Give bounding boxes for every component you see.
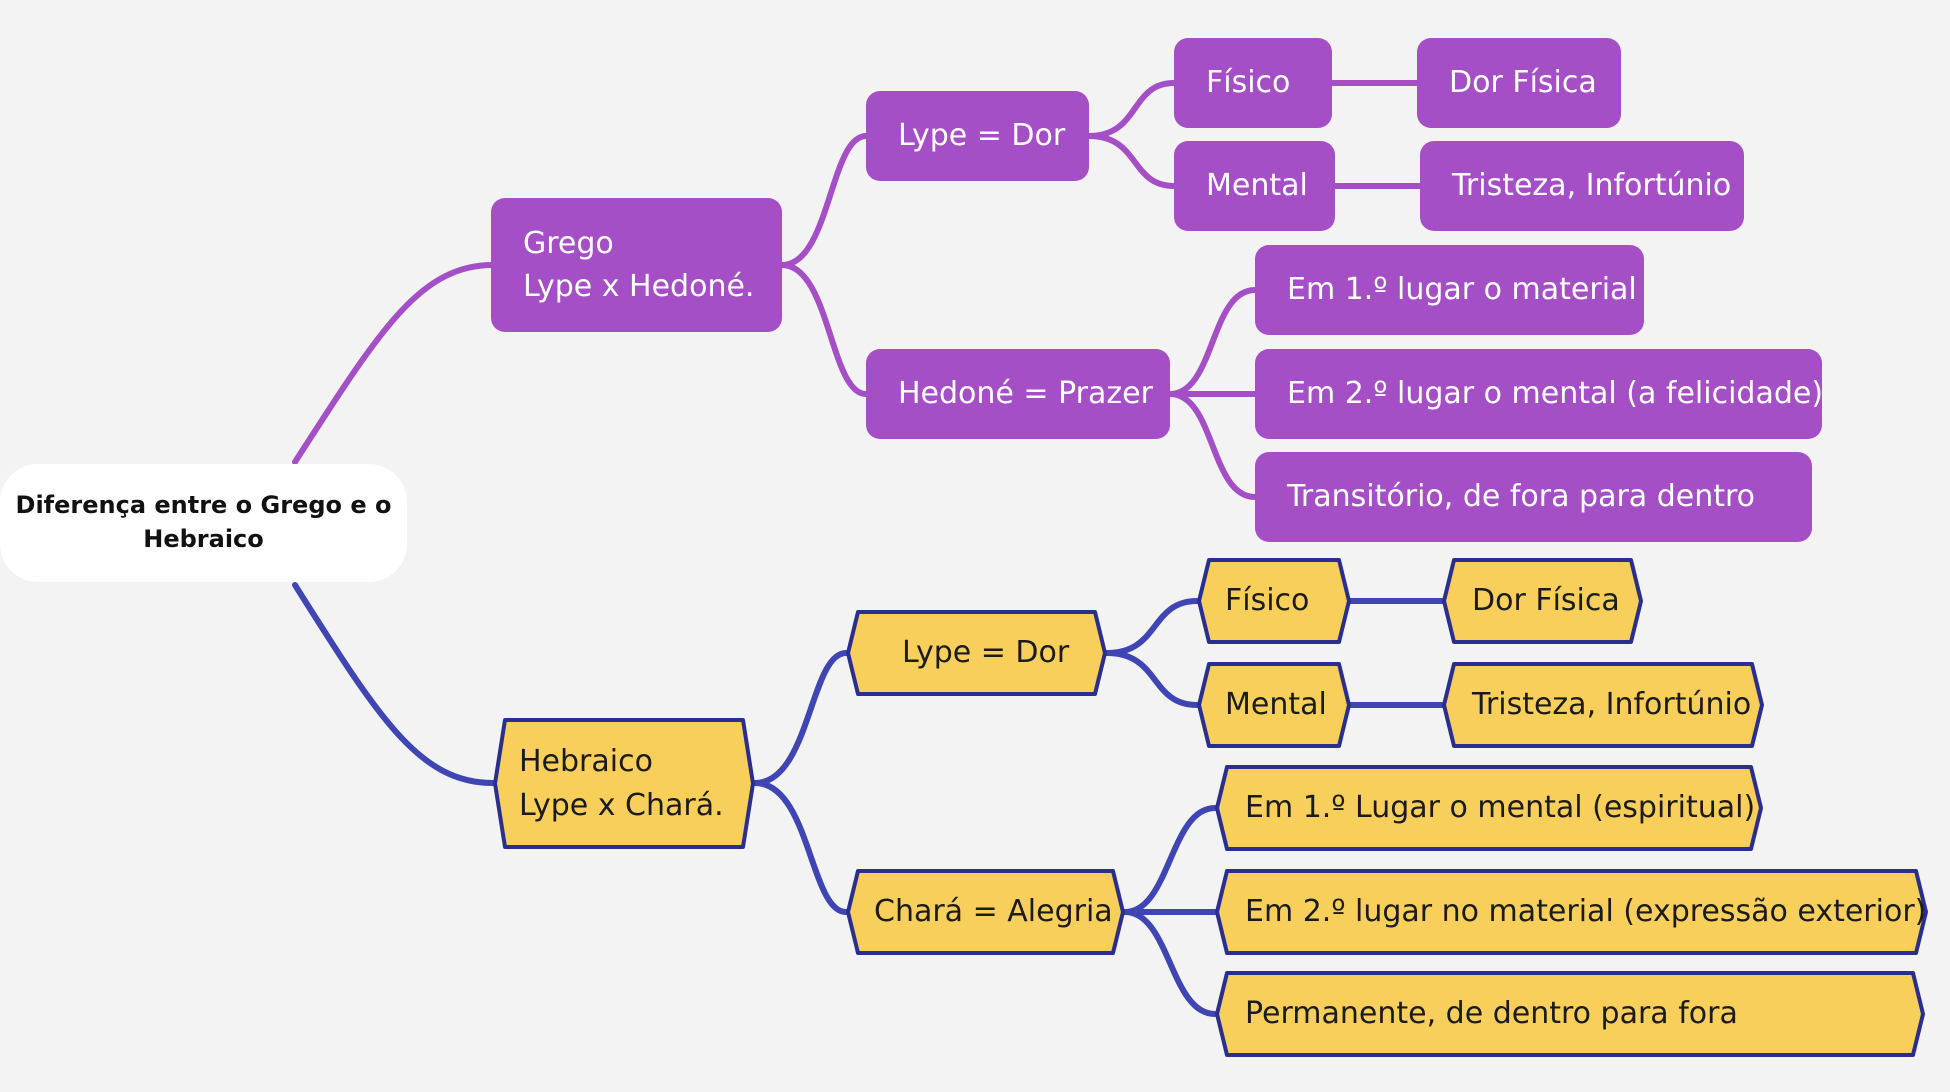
hebraico-chara-item-2[interactable]: Em 2.º lugar no material (expressão exte… (1215, 869, 1928, 955)
grego-title-line-2: Lype x Hedoné. (523, 269, 755, 304)
link-chara-item-3 (1122, 909, 1218, 1017)
hexagon-outline (1215, 869, 1928, 955)
link-hlype-mental (1104, 650, 1200, 708)
root-label-line-2: Hebraico (143, 525, 264, 553)
hebraico-mental-detail-label: Tristeza, Infortúnio (1472, 687, 1752, 723)
hebraico-chara-item-3-label: Permanente, de dentro para fora (1245, 996, 1738, 1032)
hexagon-shape (1197, 662, 1351, 748)
grego-hedone-label: Hedoné = Prazer (898, 376, 1153, 412)
grego-fisico-label: Físico (1206, 65, 1291, 101)
root-node[interactable]: Diferença entre o Grego e o Hebraico (0, 464, 407, 582)
hexagon-shape (493, 718, 755, 849)
grego-fisico-detail-label: Dor Física (1449, 65, 1597, 101)
hexagon-shape (1197, 558, 1351, 644)
hexagon-outline (1197, 558, 1351, 644)
hebraico-mental-node[interactable]: Mental (1197, 662, 1351, 748)
hebraico-fisico-detail-label: Dor Física (1472, 583, 1620, 619)
hexagon-outline (846, 869, 1125, 955)
hebraico-chara-item-1[interactable]: Em 1.º Lugar o mental (espiritual) (1215, 765, 1763, 851)
grego-mental-detail-node[interactable]: Tristeza, Infortúnio (1420, 141, 1744, 231)
hebraico-lype-node[interactable]: Lype = Dor (846, 610, 1107, 696)
hexagon-outline (846, 610, 1107, 696)
hebraico-fisico-node[interactable]: Físico (1197, 558, 1351, 644)
hexagon-outline (1215, 765, 1763, 851)
hebraico-chara-item-3[interactable]: Permanente, de dentro para fora (1215, 971, 1925, 1057)
link-hebraico-lype (752, 650, 849, 786)
link-root-hebraico (292, 582, 496, 786)
hebraico-fisico-detail-node[interactable]: Dor Física (1442, 558, 1643, 644)
hebraico-fisico-label: Físico (1225, 583, 1310, 619)
hexagon-outline (493, 718, 755, 849)
hebraico-title-line-2: Lype x Chará. (519, 787, 724, 823)
grego-hedone-item-2-label: Em 2.º lugar o mental (a felicidade) (1287, 376, 1824, 412)
grego-hedone-item-2[interactable]: Em 2.º lugar o mental (a felicidade) (1255, 349, 1824, 439)
link-chara-item-1 (1122, 805, 1218, 915)
link-lype-mental (1086, 133, 1177, 189)
hebraico-title-line-1: Hebraico (519, 744, 653, 779)
hebraico-mental-label: Mental (1225, 687, 1327, 723)
grego-fisico-node[interactable]: Físico (1174, 38, 1332, 128)
hexagon-outline (1215, 971, 1925, 1057)
grego-node[interactable]: Grego Lype x Hedoné. (491, 198, 782, 332)
grego-hedone-item-3[interactable]: Transitório, de fora para dentro (1255, 452, 1812, 542)
link-hedone-item-3 (1167, 391, 1258, 500)
hexagon-outline (1197, 662, 1351, 748)
link-hedone-item-1 (1167, 287, 1258, 397)
link-hlype-fisico (1104, 598, 1200, 656)
grego-lype-label: Lype = Dor (898, 118, 1066, 154)
hebraico-chara-label: Chará = Alegria (874, 894, 1113, 930)
grego-hedone-item-1-label: Em 1.º lugar o material (1287, 272, 1637, 308)
grego-mental-node[interactable]: Mental (1174, 141, 1335, 231)
grego-hedone-item-3-label: Transitório, de fora para dentro (1287, 479, 1756, 515)
grego-title-line-1: Grego (523, 225, 614, 261)
hexagon-shape (1442, 662, 1764, 748)
hexagon-shape (1215, 971, 1925, 1057)
hexagon-shape (1215, 765, 1763, 851)
link-hebraico-chara (752, 780, 849, 915)
grego-mental-detail-label: Tristeza, Infortúnio (1452, 168, 1732, 204)
grego-fisico-detail-node[interactable]: Dor Física (1417, 38, 1621, 128)
hexagon-shape (846, 610, 1107, 696)
hebraico-chara-item-1-label: Em 1.º Lugar o mental (espiritual) (1245, 790, 1756, 826)
grego-hedone-node[interactable]: Hedoné = Prazer (866, 349, 1170, 439)
link-grego-hedone (779, 262, 869, 397)
hebraico-chara-node[interactable]: Chará = Alegria (846, 869, 1125, 955)
hexagon-shape (1215, 869, 1928, 955)
grego-lype-node[interactable]: Lype = Dor (866, 91, 1089, 181)
hebraico-mental-detail-node[interactable]: Tristeza, Infortúnio (1442, 662, 1764, 748)
grego-mental-label: Mental (1206, 168, 1308, 204)
hebraico-lype-label: Lype = Dor (902, 635, 1070, 671)
hexagon-shape (846, 869, 1125, 955)
link-grego-lype (779, 133, 869, 268)
link-lype-fisico (1086, 80, 1177, 139)
hebraico-chara-item-2-label: Em 2.º lugar no material (expressão exte… (1245, 894, 1927, 930)
hexagon-outline (1442, 558, 1643, 644)
link-root-grego (292, 262, 496, 465)
hebraico-node[interactable]: Hebraico Lype x Chará. (493, 718, 755, 849)
grego-hedone-item-1[interactable]: Em 1.º lugar o material (1255, 245, 1644, 335)
root-label-line-1: Diferença entre o Grego e o (15, 491, 392, 520)
hexagon-shape (1442, 558, 1643, 644)
hexagon-outline (1442, 662, 1764, 748)
